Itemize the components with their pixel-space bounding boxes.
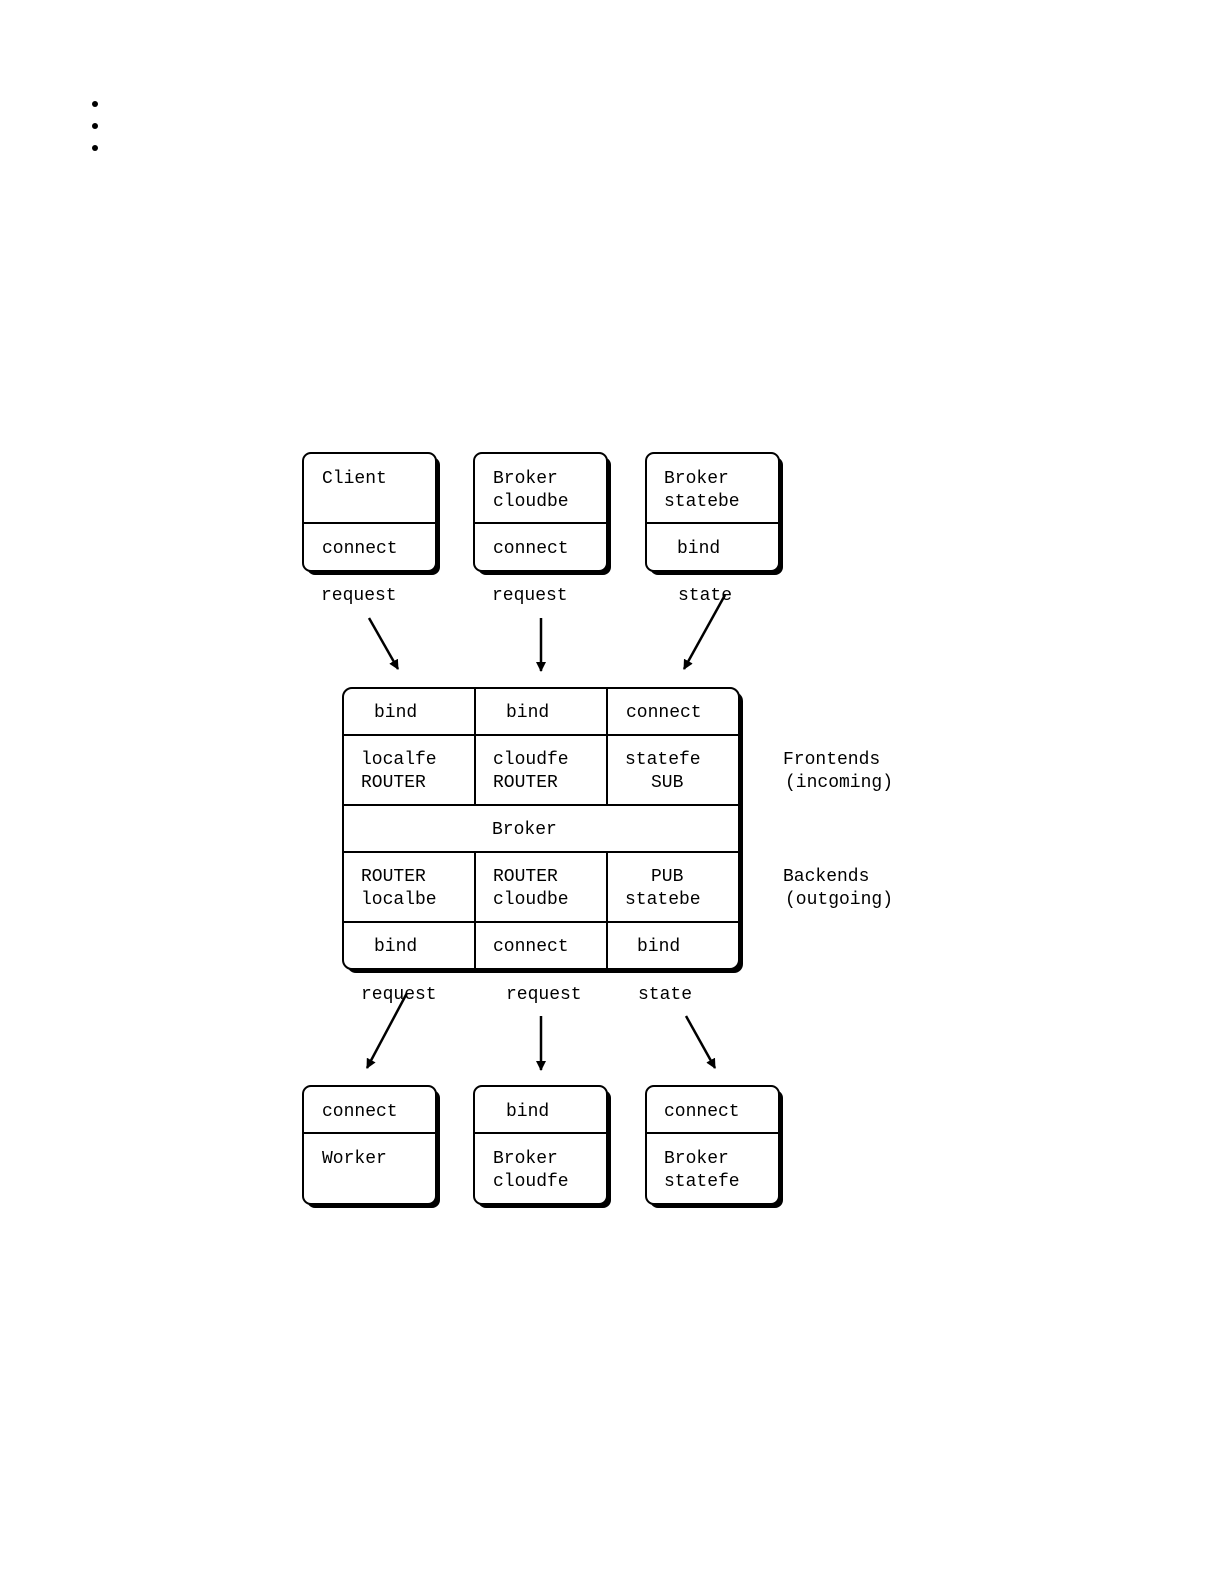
top-node-client: Client connect [302,452,440,575]
broker-box: bind bind connect localfe ROUTER cloudfe… [342,687,743,973]
node-label: Broker [493,469,558,489]
socket-name: cloudbe [493,890,569,910]
socket-label: connect [493,539,569,559]
socket-type: PUB [651,867,684,887]
bullet-dot [92,123,98,129]
top-node-broker-statebe: Broker statebe bind [645,452,783,575]
socket-name: cloudfe [493,750,569,770]
bullet-dot [92,101,98,107]
arrow-client-to-localfe [367,617,400,670]
socket-name: localbe [361,890,437,910]
node-label: Client [322,469,387,489]
frontend-bind-localfe: bind [374,703,417,723]
bullet-dot [92,145,98,151]
backends-sublabel: (outgoing) [785,890,893,910]
socket-label: connect [322,1102,398,1122]
flow-label: state [678,586,732,606]
node-label: Worker [322,1149,387,1169]
node-label: Broker [493,1149,558,1169]
frontend-bind-cloudfe: bind [506,703,549,723]
flow-label: request [361,985,437,1005]
socket-name: localfe [361,750,437,770]
backends-label: Backends [783,867,869,887]
bottom-node-broker-statefe: connect Broker statefe [645,1085,783,1208]
socket-label: connect [664,1102,740,1122]
socket-type: ROUTER [493,867,558,887]
socket-type: ROUTER [493,773,558,793]
flow-label: request [492,586,568,606]
broker-title: Broker [492,820,557,840]
socket-label: bind [506,1102,549,1122]
flow-label: request [506,985,582,1005]
flow-label: request [321,586,397,606]
node-label: Broker [664,1149,729,1169]
frontend-bind-statefe: connect [626,703,702,723]
socket-label: connect [322,539,398,559]
node-label: cloudfe [493,1172,569,1192]
node-label: statebe [664,492,740,512]
bullet-list [92,101,98,167]
arrow-statebe-to-statefe [682,594,727,670]
socket-label: bind [677,539,720,559]
frontends-label: Frontends [783,750,880,770]
socket-type: SUB [651,773,684,793]
arrow-localbe-to-worker [365,992,409,1069]
frontends-sublabel: (incoming) [785,773,893,793]
flow-label: state [638,985,692,1005]
backend-bind-statebe: bind [637,937,680,957]
arrow-statebe-to-broker-statefe [684,1015,717,1069]
bottom-node-worker: connect Worker [302,1085,440,1208]
socket-type: ROUTER [361,773,426,793]
backend-bind-localbe: bind [374,937,417,957]
node-label: statefe [664,1172,740,1192]
socket-name: statefe [625,750,701,770]
top-node-broker-cloudbe: Broker cloudbe connect [473,452,611,575]
node-label: cloudbe [493,492,569,512]
backend-bind-cloudbe: connect [493,937,569,957]
socket-name: statebe [625,890,701,910]
socket-type: ROUTER [361,867,426,887]
bottom-node-broker-cloudfe: bind Broker cloudfe [473,1085,611,1208]
node-label: Broker [664,469,729,489]
